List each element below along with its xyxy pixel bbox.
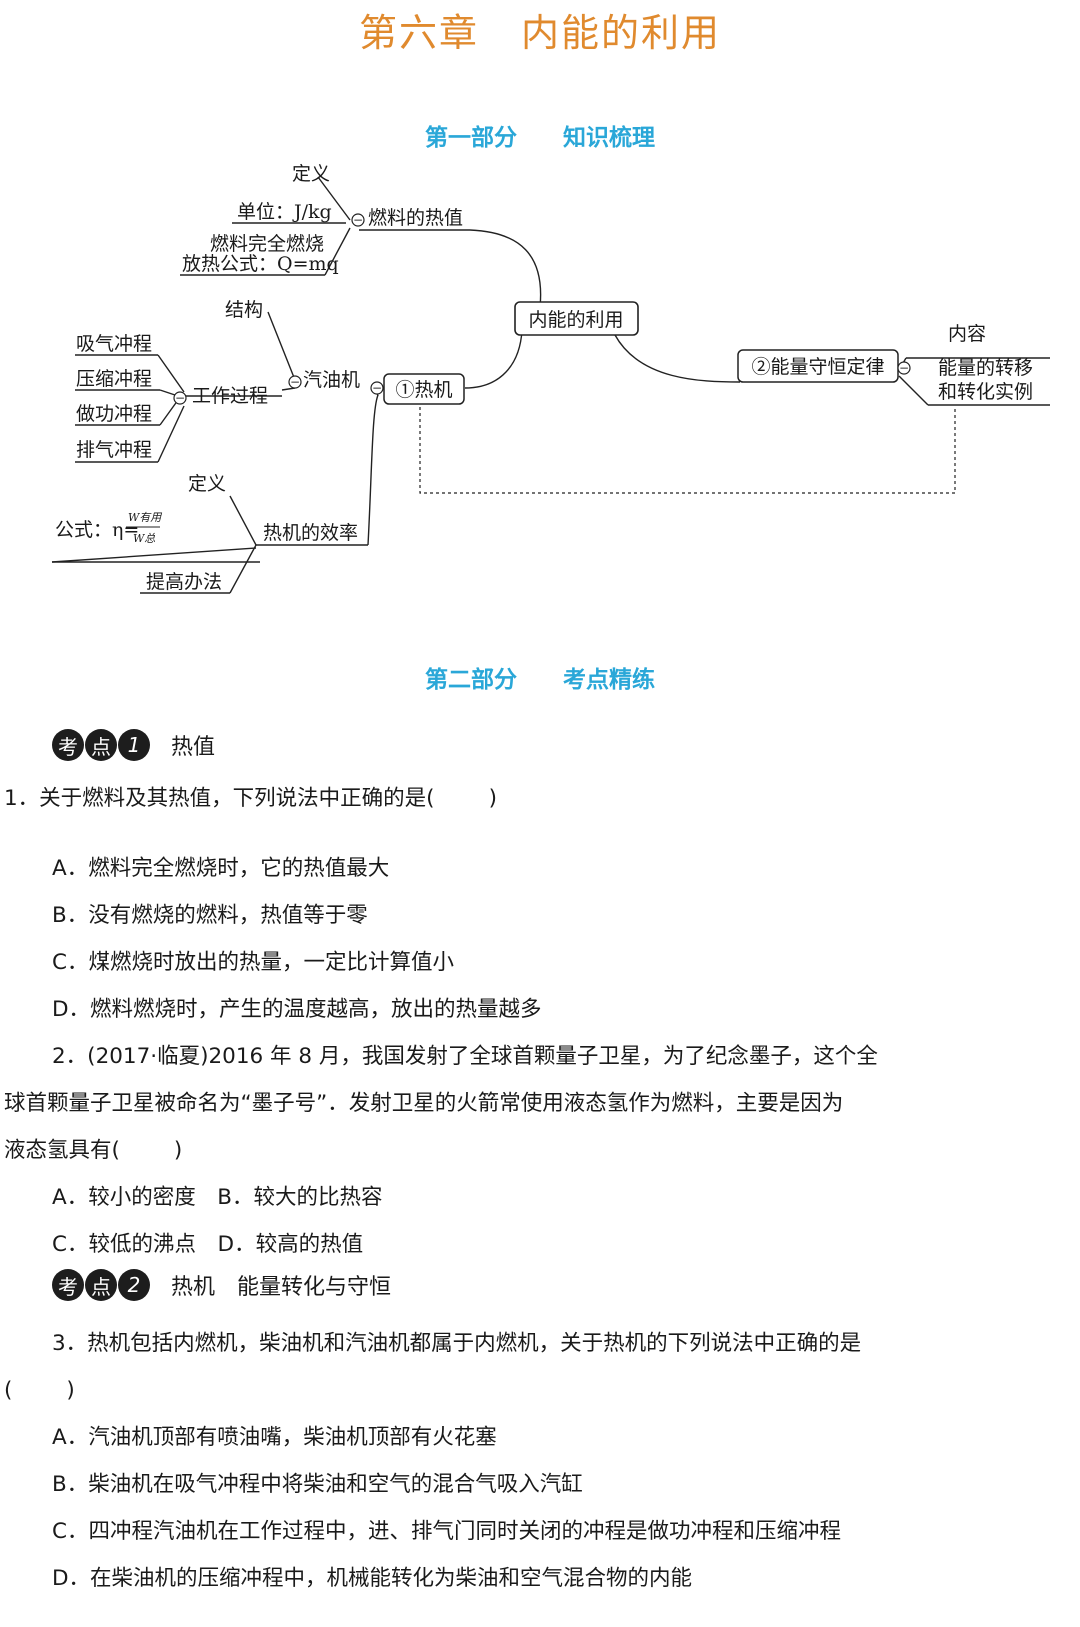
- q1-close-paren: ): [488, 786, 497, 811]
- mindmap-heat-engine: ①热机: [395, 379, 452, 401]
- q1-stem-text: 1．关于燃料及其热值，下列说法中正确的是(: [4, 786, 435, 811]
- q1-option-b: B．没有燃烧的燃料，热值等于零: [52, 903, 368, 928]
- topic2-badge-kao: 考: [52, 1269, 84, 1301]
- mindmap-fuel-definition: 定义: [292, 163, 330, 185]
- topic1-heading: 考 点 1 热值: [52, 728, 215, 762]
- svg-text:−: −: [290, 375, 300, 389]
- q3-option-a: A．汽油机顶部有喷油嘴，柴油机顶部有火花塞: [52, 1425, 497, 1450]
- q1-stem: 1．关于燃料及其热值，下列说法中正确的是(): [4, 775, 497, 822]
- mindmap-gas-engine: 汽油机: [303, 369, 360, 391]
- mindmap-working-process: 工作过程: [192, 385, 268, 407]
- q2-close-paren: ): [173, 1138, 183, 1163]
- q2-line1: 2．(2017·临夏)2016 年 8 月，我国发射了全球首颗量子卫星，为了纪念…: [52, 1044, 878, 1069]
- mindmap-stroke-compression: 压缩冲程: [76, 368, 152, 390]
- mindmap-fuel-formula-line2: 放热公式：Q=mq: [182, 253, 339, 275]
- q3-open-paren: (: [4, 1378, 13, 1403]
- svg-text:−: −: [175, 391, 185, 405]
- part2-name: 考点精练: [563, 667, 655, 693]
- mindmap-efficiency: 热机的效率: [263, 522, 358, 544]
- mindmap-conservation-content: 内容: [948, 323, 986, 345]
- mindmap-fuel-value: 燃料的热值: [368, 207, 463, 229]
- part2-title: 第二部分 考点精练: [0, 660, 1080, 694]
- mindmap-center: 内能的利用: [528, 309, 623, 331]
- svg-text:−: −: [899, 361, 909, 375]
- q1-option-a: A．燃料完全燃烧时，它的热值最大: [52, 856, 390, 881]
- mindmap-conservation-examples-1: 能量的转移: [938, 357, 1033, 379]
- mind-map: 内能的利用 − 燃料的热值 定义 单位：J/kg 燃料完全燃烧 放热公式：Q=m…: [51, 163, 1050, 594]
- q3-line1: 3．热机包括内燃机，柴油机和汽油机都属于内燃机，关于热机的下列说法中正确的是: [52, 1331, 862, 1356]
- q2-options-row2: C．较低的沸点 D．较高的热值: [52, 1232, 364, 1257]
- mindmap-stroke-exhaust: 排气冲程: [76, 439, 152, 461]
- topic1-badge-kao: 考: [52, 729, 84, 761]
- mindmap-efficiency-denominator: W总: [133, 532, 155, 545]
- mindmap-efficiency-formula: 公式：η=: [55, 519, 139, 541]
- q3-option-d: D．在柴油机的压缩冲程中，机械能转化为柴油和空气混合物的内能: [52, 1566, 693, 1591]
- mindmap-efficiency-definition: 定义: [188, 473, 226, 495]
- topic1-title: 热值: [171, 735, 216, 760]
- part1-title: 第一部分 知识梳理: [0, 118, 1080, 152]
- mindmap-fuel-unit: 单位：J/kg: [237, 201, 332, 223]
- topic2-title: 热机 能量转化与守恒: [171, 1275, 392, 1300]
- svg-text:−: −: [353, 213, 363, 227]
- chapter-number: 第六章: [358, 11, 479, 55]
- chapter-name: 内能的利用: [521, 11, 722, 55]
- chapter-title: 第六章内能的利用: [0, 2, 1080, 57]
- mindmap-stroke-intake: 吸气冲程: [76, 333, 152, 355]
- mindmap-structure: 结构: [225, 299, 263, 321]
- part2-label: 第二部分: [425, 667, 517, 693]
- mindmap-stroke-power: 做功冲程: [76, 403, 152, 425]
- q3-close-paren: ): [66, 1378, 75, 1403]
- topic1-badge-number: 1: [118, 729, 150, 761]
- q3-option-c: C．四冲程汽油机在工作过程中，进、排气门同时关闭的冲程是做功冲程和压缩冲程: [52, 1519, 842, 1544]
- mindmap-conservation: ②能量守恒定律: [751, 356, 884, 378]
- q1-option-d: D．燃料燃烧时，产生的温度越高，放出的热量越多: [52, 997, 542, 1022]
- mindmap-fuel-formula-line1: 燃料完全燃烧: [210, 233, 324, 255]
- topic2-badge-number: 2: [118, 1269, 150, 1301]
- q1-option-c: C．煤燃烧时放出的热量，一定比计算值小: [52, 950, 455, 975]
- mindmap-conservation-examples-2: 和转化实例: [938, 381, 1033, 403]
- part1-name: 知识梳理: [563, 125, 655, 151]
- mindmap-efficiency-improve: 提高办法: [146, 571, 222, 593]
- topic1-badge-dian: 点: [85, 729, 117, 761]
- mindmap-efficiency-numerator: W有用: [128, 511, 162, 524]
- topic2-heading: 考 点 2 热机 能量转化与守恒: [52, 1268, 391, 1302]
- q2-line3: 液态氢具有(): [4, 1127, 182, 1174]
- q3-option-b: B．柴油机在吸气冲程中将柴油和空气的混合气吸入汽缸: [52, 1472, 583, 1497]
- q2-options-row1: A．较小的密度 B．较大的比热容: [52, 1185, 383, 1210]
- part1-label: 第一部分: [425, 125, 517, 151]
- q2-line2: 球首颗量子卫星被命名为“墨子号”．发射卫星的火箭常使用液态氢作为燃料，主要是因为: [4, 1091, 844, 1116]
- q3-line2: (): [4, 1367, 75, 1414]
- svg-text:−: −: [372, 381, 382, 395]
- q2-line3-text: 液态氢具有(: [4, 1138, 120, 1163]
- topic2-badge-dian: 点: [85, 1269, 117, 1301]
